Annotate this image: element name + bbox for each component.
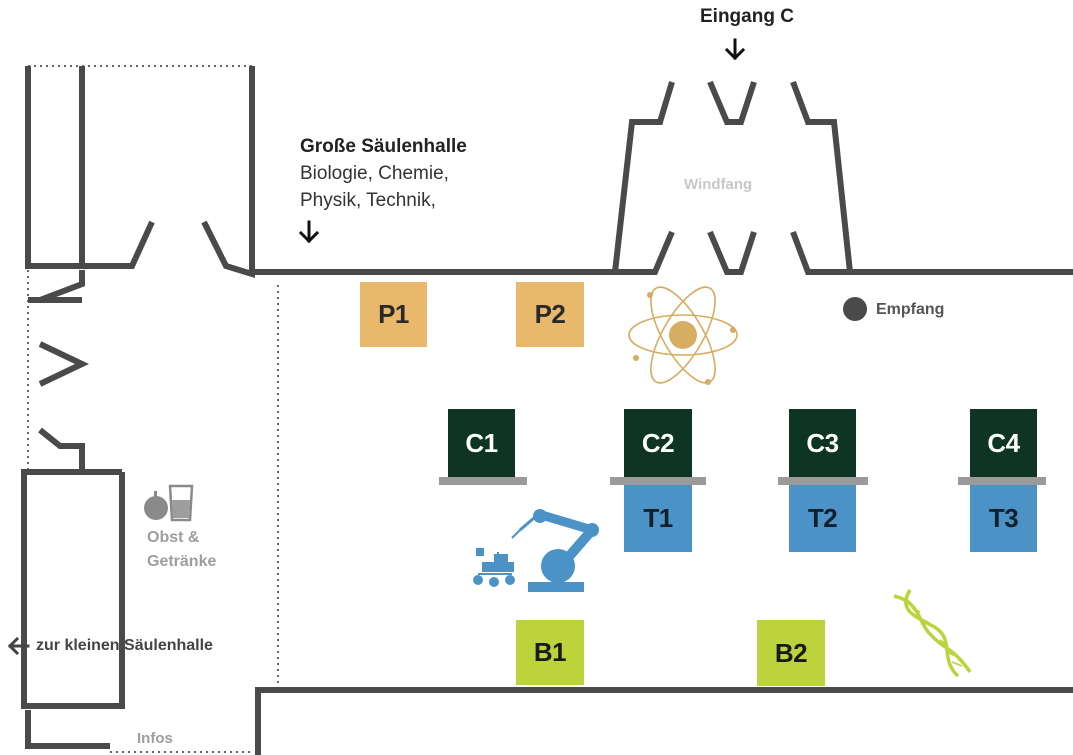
reception-label: Empfang xyxy=(876,301,945,318)
booth-t3[interactable]: T3 xyxy=(970,485,1037,552)
booth-c2[interactable]: C2 xyxy=(624,409,692,477)
robot-arm-icon xyxy=(511,509,599,592)
windfang-label: Windfang xyxy=(684,176,753,193)
booth-c1[interactable]: C1 xyxy=(448,409,515,477)
booth-p2[interactable]: P2 xyxy=(516,282,584,347)
dna-icon xyxy=(893,589,972,678)
entrance-label: Eingang C xyxy=(700,6,794,27)
hall-subtitle-line-1: Biologie, Chemie, xyxy=(300,163,449,184)
booth-c2-counter xyxy=(610,477,706,485)
booth-t2[interactable]: T2 xyxy=(789,485,856,552)
arrow-down-icon xyxy=(298,220,320,244)
booth-p1[interactable]: P1 xyxy=(360,282,427,347)
booth-c1-counter xyxy=(439,477,527,485)
booth-c3[interactable]: C3 xyxy=(789,409,856,477)
booth-c3-counter xyxy=(778,477,868,485)
booth-t1[interactable]: T1 xyxy=(624,485,692,552)
dotted-boundaries xyxy=(27,65,279,753)
booth-b2[interactable]: B2 xyxy=(757,620,825,686)
booth-c4[interactable]: C4 xyxy=(970,409,1037,477)
walls xyxy=(21,66,1073,755)
booth-b1[interactable]: B1 xyxy=(516,620,584,685)
dot-icon xyxy=(843,297,867,321)
arrow-down-icon xyxy=(724,38,746,61)
apple-glass-icon xyxy=(144,484,194,522)
hall-subtitle-line-2: Physik, Technik, xyxy=(300,190,436,211)
small-hall-link[interactable]: zur kleinen Säulenhalle xyxy=(36,637,213,654)
hall-title: Große Säulenhalle xyxy=(300,136,467,157)
refreshments-label: Obst & Getränke xyxy=(147,526,257,574)
refreshments-line-2: Getränke xyxy=(147,553,217,570)
arrow-left-icon xyxy=(7,636,30,656)
info-label: Infos xyxy=(137,730,173,747)
booth-c4-counter xyxy=(958,477,1046,485)
rover-icon xyxy=(473,548,515,587)
refreshments-line-1: Obst & xyxy=(147,529,200,546)
atom-icon xyxy=(628,286,738,385)
